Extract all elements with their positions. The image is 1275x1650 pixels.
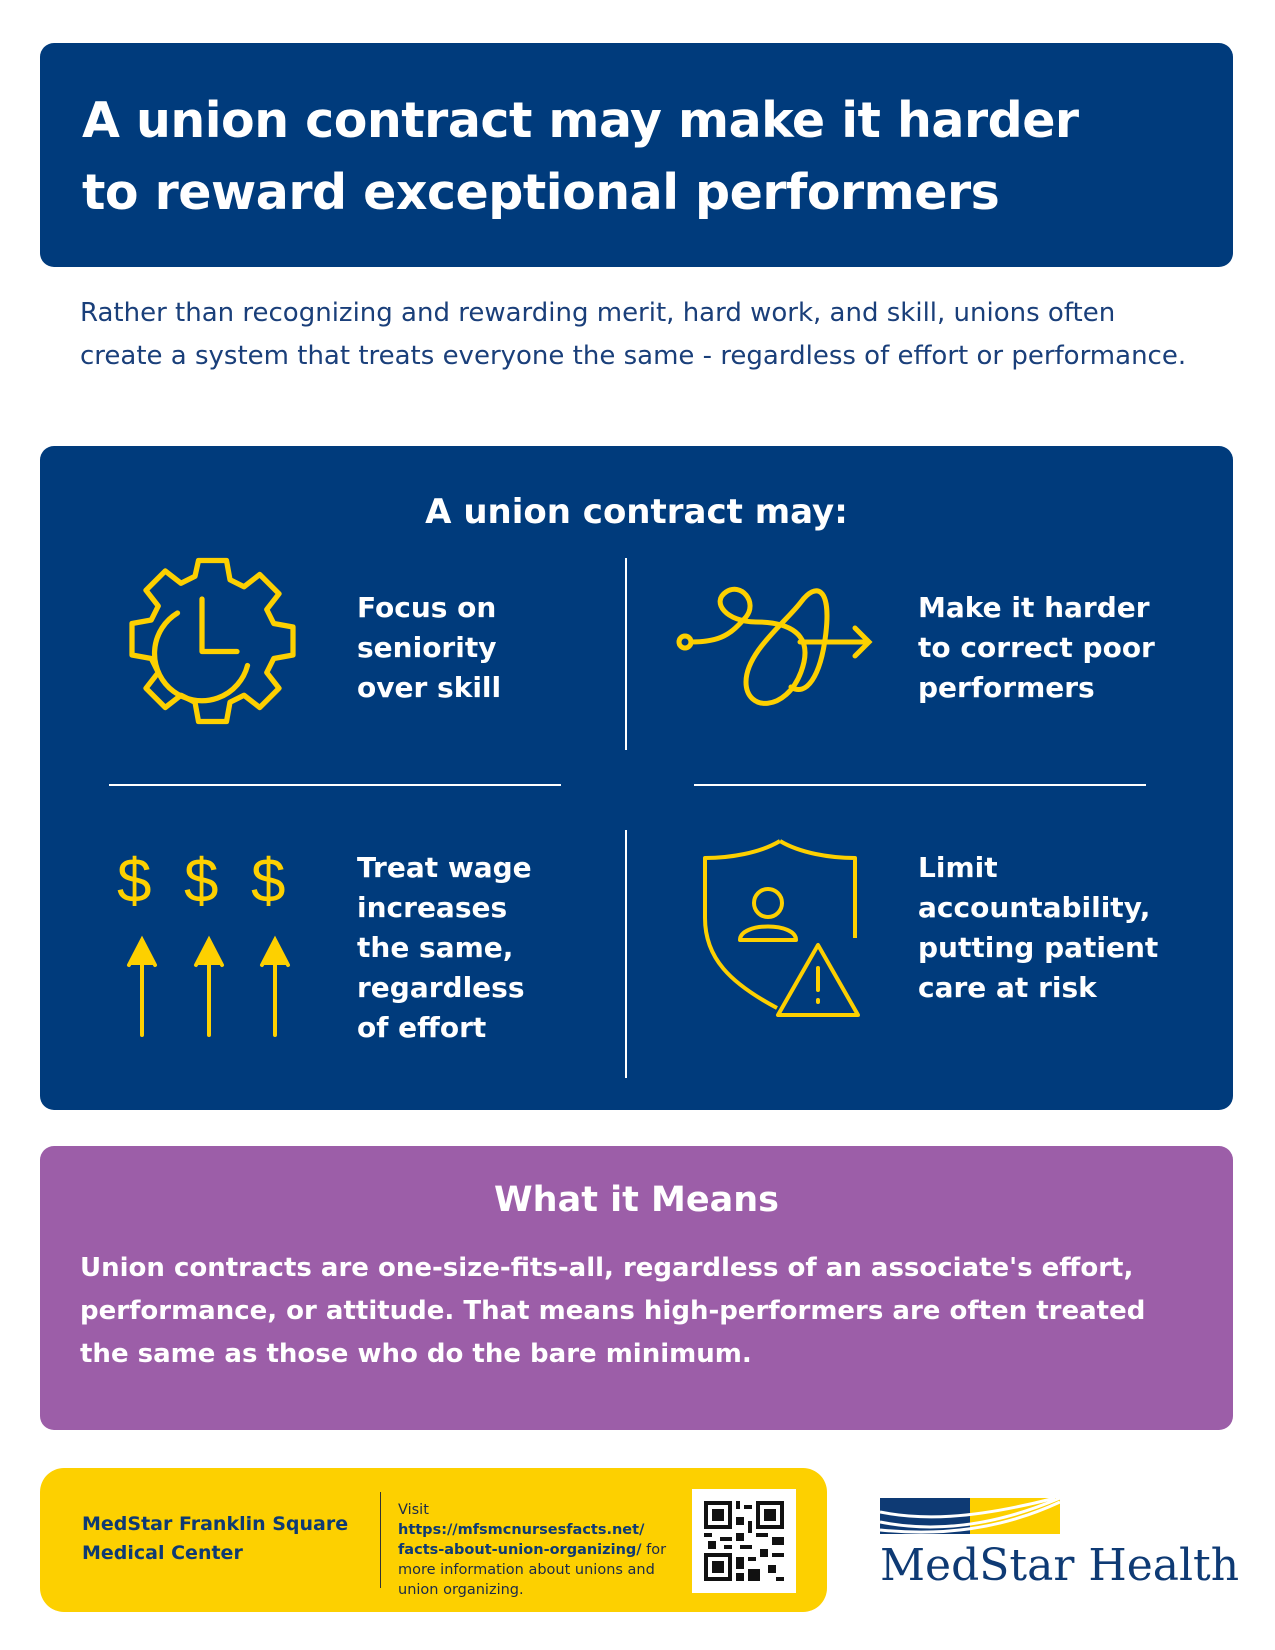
gear-clock-icon <box>129 557 296 725</box>
title-line-2: to reward exceptional performers <box>82 164 1000 221</box>
contract-panel <box>40 446 1233 1110</box>
what-it-means-body: Union contracts are one-size-fits-all, r… <box>80 1253 1146 1369</box>
svg-text:$: $ <box>184 847 218 916</box>
contract-heading: A union contract may: <box>425 492 848 532</box>
title-line-1: A union contract may make it harder <box>82 92 1079 149</box>
visit-text: Visit https://mfsmcnursesfacts.net/ fact… <box>398 1502 667 1598</box>
medstar-logo-mark <box>880 1498 1060 1534</box>
intro-text: Rather than recognizing and rewarding me… <box>80 298 1187 371</box>
svg-text:$: $ <box>251 847 285 916</box>
divider <box>380 1492 381 1588</box>
divider <box>625 830 627 1078</box>
divider <box>694 784 1146 786</box>
what-it-means-title: What it Means <box>494 1180 779 1220</box>
svg-text:$: $ <box>117 847 151 916</box>
shield-person-warning-icon <box>703 839 860 1017</box>
what-it-means-panel <box>40 1146 1233 1430</box>
divider <box>109 784 561 786</box>
qr-code-icon <box>704 1501 784 1581</box>
divider <box>625 558 627 750</box>
url-link[interactable]: https://mfsmcnursesfacts.net/ facts-abou… <box>398 1522 645 1558</box>
tangled-arrow-icon <box>676 587 873 706</box>
page-title: A union contract may make it harder to re… <box>82 85 1182 229</box>
medstar-logo-text: MedStar Health <box>880 1540 1240 1591</box>
title-banner <box>40 43 1233 267</box>
dollar-up-arrows-icon: $ $ $ <box>115 840 305 1040</box>
qr-code[interactable] <box>692 1489 796 1593</box>
